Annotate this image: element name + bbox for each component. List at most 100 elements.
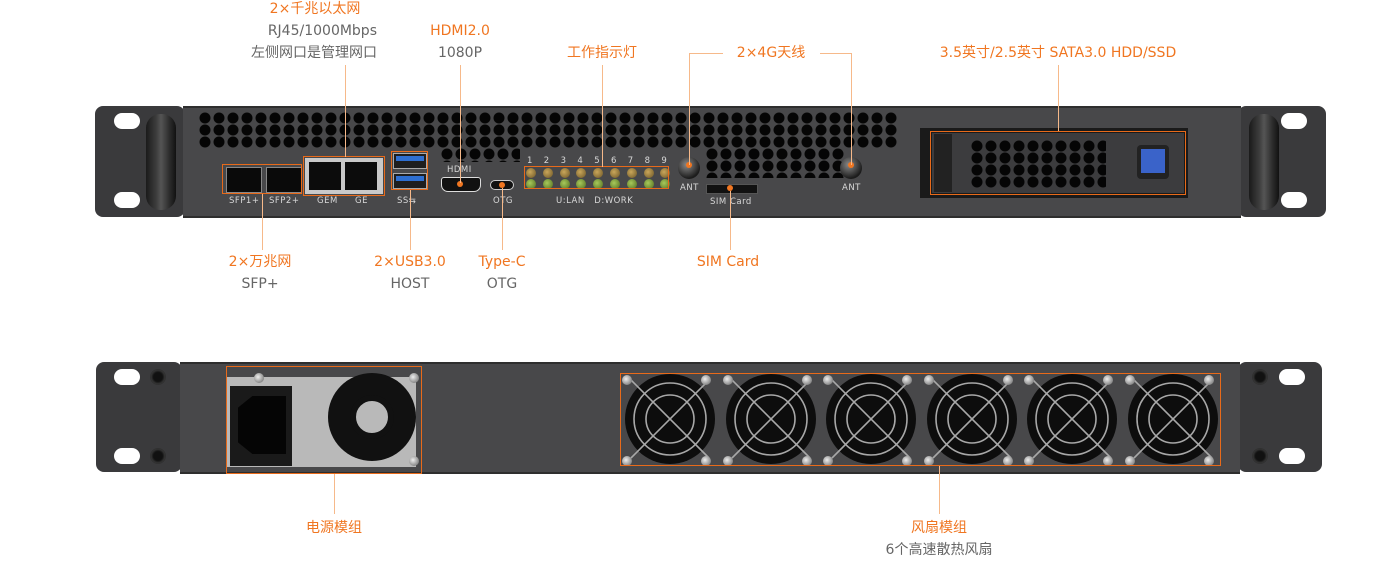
fans-spec: 6个高速散热风扇: [885, 542, 993, 558]
leader-line: [730, 191, 731, 250]
work-led: [660, 179, 671, 189]
sfp-spec: SFP+: [241, 276, 279, 292]
lan-led: [643, 168, 654, 178]
fan-screw: [923, 375, 934, 385]
mount-hole: [114, 192, 140, 208]
usb-spec: HOST: [390, 276, 430, 292]
fan-screw: [1203, 375, 1214, 385]
cooling-fan: [625, 374, 715, 464]
mount-hole: [1281, 113, 1307, 129]
drive-release-button[interactable]: [1137, 145, 1169, 179]
fan-screw: [801, 375, 812, 385]
leader-line: [820, 53, 851, 54]
ge-label: GE: [355, 196, 368, 206]
leader-line: [502, 188, 503, 250]
mount-hole: [114, 113, 140, 129]
indicator-highlight: [524, 166, 669, 189]
right-handle: [1249, 114, 1279, 210]
cooling-fan: [826, 374, 916, 464]
psu-highlight: [226, 366, 422, 474]
rear-screw: [1252, 369, 1268, 385]
fan-screw: [1002, 375, 1013, 385]
antenna-connector-2[interactable]: [840, 157, 862, 179]
fan-screw: [902, 375, 912, 385]
work-led: [559, 179, 570, 189]
cooling-fan: [1027, 374, 1117, 464]
sfp-highlight: [222, 164, 302, 194]
psu-screw: [409, 373, 419, 383]
fan-screw: [923, 456, 934, 466]
work-led: [526, 179, 536, 189]
leader-line: [602, 65, 603, 167]
psu-screw: [254, 373, 264, 383]
typec-title: Type-C: [478, 254, 526, 270]
fan-screw: [823, 456, 833, 466]
leader-line: [1058, 65, 1059, 131]
antenna-marker-1: [686, 162, 692, 168]
mount-hole: [114, 448, 140, 464]
sim-title: SIM Card: [696, 254, 760, 270]
leader-line: [334, 474, 335, 514]
fan-screw: [1124, 456, 1135, 466]
leader-line: [939, 466, 940, 514]
drive-latch[interactable]: [934, 134, 952, 192]
leader-line: [262, 194, 263, 250]
power-socket: [238, 396, 286, 454]
lan-led: [626, 168, 637, 178]
ethernet-note: 左侧网口是管理网口: [251, 45, 377, 61]
fan-screw: [622, 375, 632, 385]
ethernet-highlight: [303, 156, 385, 196]
led-number: 1: [527, 156, 533, 166]
hdmi-marker: [457, 181, 463, 187]
fan-screw: [1024, 456, 1034, 466]
vent-grille: [440, 148, 520, 162]
fan-screw: [722, 375, 733, 385]
leader-line: [460, 65, 461, 183]
work-led: [610, 179, 620, 189]
mount-hole: [1279, 448, 1305, 464]
usb-port-2[interactable]: [393, 173, 427, 189]
ant1-label: ANT: [680, 183, 699, 193]
ethernet-title: 2×千兆以太网: [269, 1, 361, 17]
sfp1-label: SFP1+: [229, 196, 260, 206]
sfp2-label: SFP2+: [269, 196, 300, 206]
led-number: 5: [594, 156, 601, 166]
mount-hole: [114, 369, 140, 385]
leader-line: [851, 53, 852, 165]
lan-led: [526, 168, 536, 178]
psu-screw: [409, 456, 419, 466]
work-led: [576, 179, 587, 189]
ant2-label: ANT: [842, 183, 861, 193]
mount-hole: [1281, 192, 1307, 208]
mount-hole: [1279, 369, 1305, 385]
rear-screw: [150, 448, 166, 464]
led-number: 2: [543, 156, 550, 166]
hdmi-label: HDMI: [447, 165, 472, 175]
fan-screw: [701, 456, 711, 466]
rear-screw: [1252, 448, 1268, 464]
fans-title: 风扇模组: [911, 520, 967, 536]
typec-marker: [499, 182, 505, 188]
gem-label: GEM: [317, 196, 338, 206]
leader-line: [689, 53, 690, 165]
storage-title: 3.5英寸/2.5英寸 SATA3.0 HDD/SSD: [939, 45, 1177, 61]
led-number: 9: [661, 156, 668, 166]
fan-screw: [902, 456, 912, 466]
usb-port-1[interactable]: [393, 153, 427, 169]
rear-screw: [150, 369, 166, 385]
psu-fan-grille: [328, 373, 416, 461]
rj45-port-gem[interactable]: [309, 162, 341, 190]
fan-screw: [823, 375, 833, 385]
led-legend: U:LAN D:WORK: [556, 196, 634, 206]
rj45-port-ge[interactable]: [345, 162, 377, 190]
antenna-connector-1[interactable]: [678, 157, 700, 179]
sfp-port-1[interactable]: [226, 167, 262, 193]
fan-screw: [1103, 375, 1113, 385]
lan-led: [542, 168, 553, 178]
vent-grille: [198, 112, 898, 148]
fan-screw: [1002, 456, 1013, 466]
cooling-fan: [926, 374, 1017, 464]
lan-led: [660, 168, 671, 178]
work-led: [593, 179, 604, 189]
fans-highlight: [620, 373, 1221, 466]
